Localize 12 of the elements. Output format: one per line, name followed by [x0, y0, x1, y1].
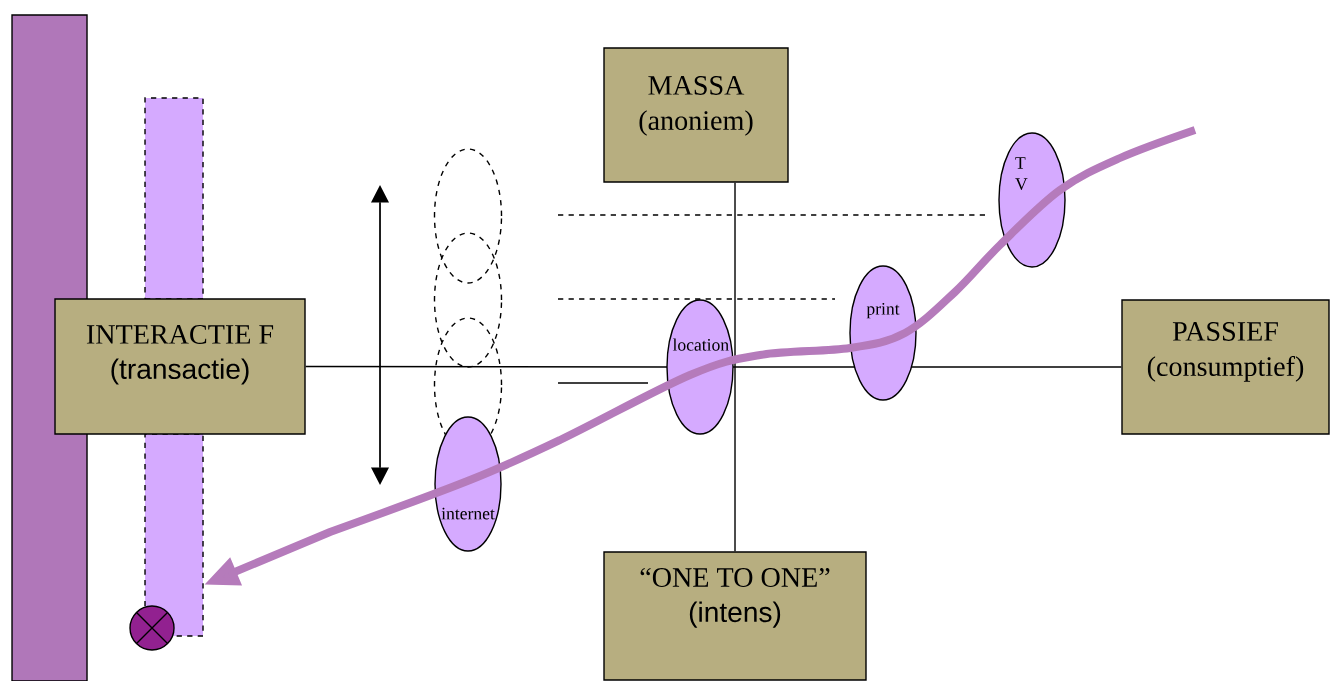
- axis-line: [732, 366, 856, 368]
- vertical-bar: [144, 97, 204, 300]
- vertical-bar: [144, 433, 204, 637]
- label-box: “ONE TO ONE” (intens): [603, 551, 867, 681]
- label-box: INTERACTIE F (transactie): [54, 298, 306, 435]
- axis-line: [910, 366, 1122, 368]
- label-box: MASSA (anoniem): [603, 47, 789, 183]
- vertical-bar: [11, 14, 88, 681]
- label-box: PASSIEF (consumptief): [1121, 299, 1330, 435]
- axis-line: [734, 182, 736, 552]
- cross-circle: [129, 605, 175, 651]
- axis-line: [305, 365, 668, 368]
